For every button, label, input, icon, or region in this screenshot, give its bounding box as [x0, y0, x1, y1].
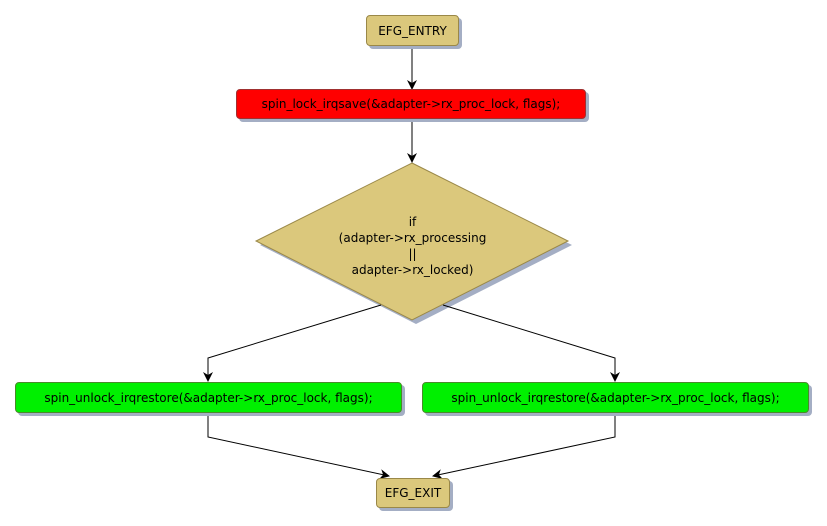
- decision-line-2: (adapter->rx_processing: [338, 230, 487, 245]
- unlock-left-node: spin_unlock_irqrestore(&adapter->rx_proc…: [15, 382, 402, 413]
- entry-node: EFG_ENTRY: [366, 15, 459, 46]
- decision-line-1: if: [408, 214, 417, 229]
- unlock-right-node: spin_unlock_irqrestore(&adapter->rx_proc…: [422, 382, 809, 413]
- edge-unlock-right-to-exit: [432, 413, 616, 480]
- unlock-right-label: spin_unlock_irqrestore(&adapter->rx_proc…: [451, 390, 780, 405]
- exit-node: EFG_EXIT: [376, 478, 450, 508]
- decision-text: if (adapter->rx_processing || adapter->r…: [256, 163, 569, 320]
- unlock-left-label: spin_unlock_irqrestore(&adapter->rx_proc…: [44, 390, 373, 405]
- edge-decision-to-unlock-left: [203, 304, 382, 382]
- lock-node: spin_lock_irqsave(&adapter->rx_proc_lock…: [236, 89, 586, 119]
- edge-decision-to-unlock-right: [442, 304, 620, 382]
- edge-unlock-left-to-exit: [207, 413, 390, 479]
- entry-label: EFG_ENTRY: [378, 23, 447, 38]
- decision-diamond: [254, 162, 570, 321]
- lock-label: spin_lock_irqsave(&adapter->rx_proc_lock…: [261, 97, 561, 111]
- decision-line-4: adapter->rx_locked): [351, 262, 474, 277]
- exit-label: EFG_EXIT: [384, 486, 442, 500]
- decision-line-3: ||: [408, 246, 417, 261]
